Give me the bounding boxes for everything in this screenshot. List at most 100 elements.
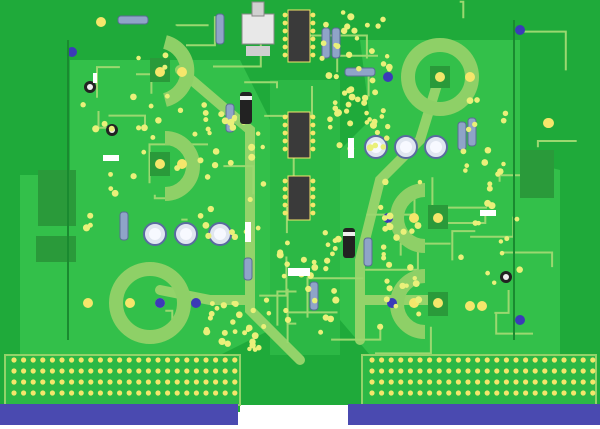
via [205,126,211,132]
via [231,300,237,306]
connector-pin [30,379,36,385]
via [484,146,492,154]
connector-pins [369,357,596,396]
via [284,316,292,323]
trace [459,0,465,19]
connector-pin [213,368,219,374]
via [334,235,342,243]
connector-pin [78,379,84,385]
via [260,181,267,187]
connector-pin [398,357,404,363]
connector-pin [465,368,471,374]
via [346,87,353,94]
via [235,311,243,319]
mount-hole [383,72,393,82]
connector-pin [21,357,27,363]
via [327,116,333,123]
large-pad [96,17,106,27]
connector-pin [69,357,75,363]
via [417,179,423,185]
connector-pin [155,357,161,363]
connector-pin [174,357,180,363]
connector-pin [49,357,56,363]
ic-pin [310,138,316,144]
connector-pin [78,390,84,396]
electrolytic-capacitors [84,81,512,283]
via [412,280,420,288]
connector-pin [590,357,596,363]
connector-pin [222,368,228,374]
via [155,117,162,124]
via [197,213,204,219]
connector-pin [136,390,142,396]
connector-pin [475,379,481,385]
via [485,270,490,276]
via [284,240,290,246]
via [378,204,384,211]
pad-hole [433,213,443,223]
via [374,129,380,136]
connector-pin [523,357,529,363]
trace [520,30,567,71]
pad-hole [125,298,135,308]
connector-pin [427,368,433,374]
via [218,337,226,346]
connector-pin [69,390,75,396]
via [255,225,261,231]
via [516,266,523,273]
connector-pin [88,357,94,363]
connector-pin [155,379,161,385]
connector-pin [580,379,586,385]
connector-pin [21,390,27,396]
via [381,255,387,261]
ic-pin [310,146,316,152]
connector-pin [427,357,433,363]
via [228,229,235,236]
connector-pin [232,357,238,363]
pad-hole [177,67,187,77]
connector-pin [222,357,228,363]
via [208,310,215,317]
via [341,90,348,96]
via [203,328,211,336]
pad-hole [409,213,419,223]
via [204,174,211,180]
via [382,178,389,186]
connector-pin [11,390,17,396]
rail-left-lower [36,236,76,262]
via [249,342,256,349]
via [248,143,256,151]
ic-pin [282,178,288,184]
via [364,110,369,116]
trace [223,165,255,195]
resistor [309,281,319,311]
via [177,107,184,114]
via [383,296,390,303]
dip-ics [282,9,316,221]
via [472,220,479,226]
via [322,230,328,236]
connector-pin [213,379,219,385]
connector-pin [561,379,567,385]
dip-ic [287,175,311,221]
resistor [457,121,467,151]
via [347,13,355,21]
via [201,102,207,108]
connector-pin [145,368,151,374]
connector-pin [78,357,84,363]
connector-pin [542,357,548,363]
via [393,303,399,309]
connector-pin [107,379,113,385]
connector-pin [446,379,452,385]
via [327,315,335,323]
rail-lines [67,20,515,340]
connector-pin [97,390,103,396]
edge-connector-left [0,354,241,425]
via [229,124,237,131]
connector-pin [136,379,142,385]
trace [276,290,297,326]
via [463,168,468,173]
via [284,261,290,267]
via [487,181,493,187]
ic-pin [310,52,316,58]
